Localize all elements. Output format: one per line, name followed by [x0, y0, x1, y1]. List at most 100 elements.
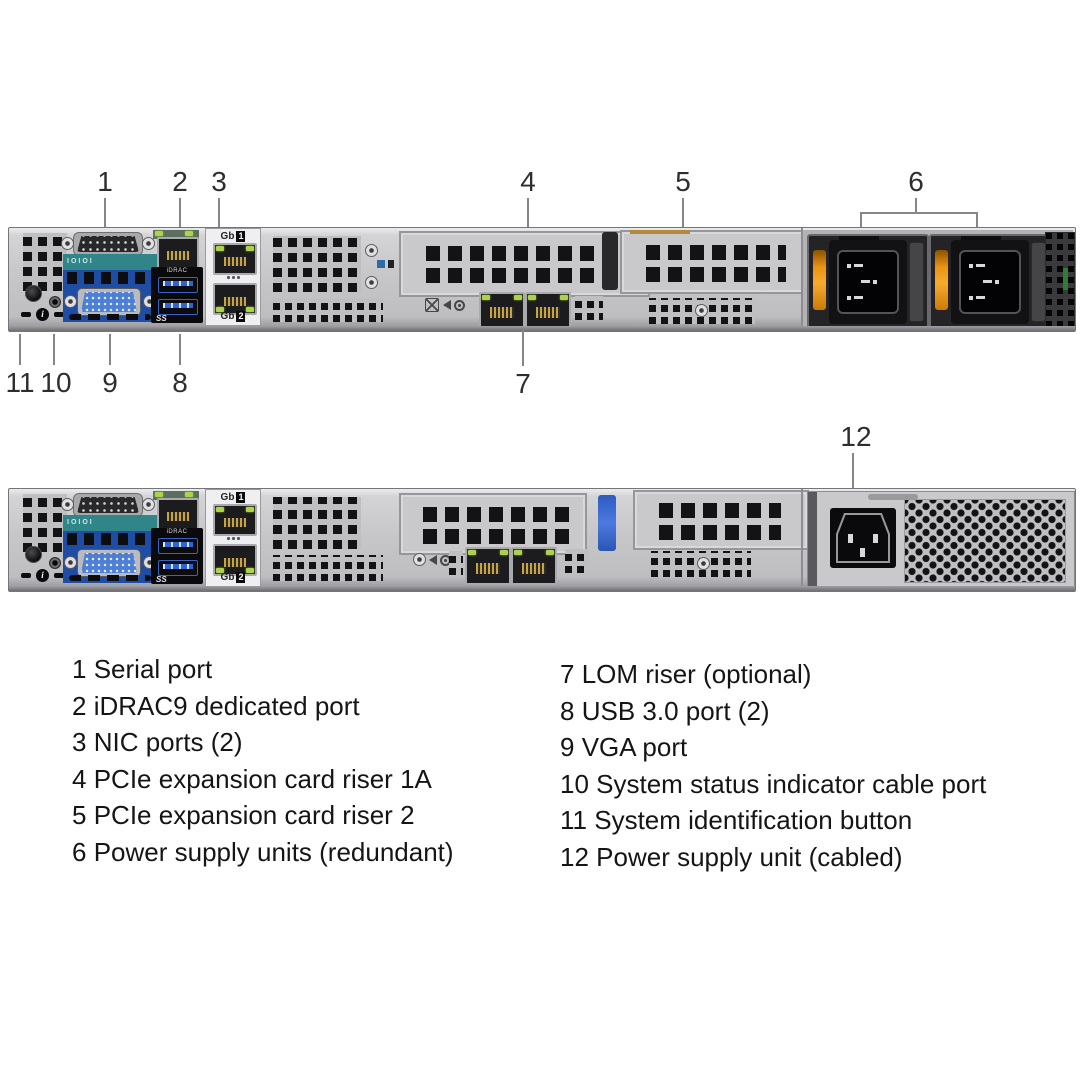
- psu-cabled: [807, 491, 1075, 588]
- chassis-base: [9, 326, 1075, 331]
- gb-text: Gb: [220, 311, 235, 322]
- screw: [413, 553, 426, 566]
- nic1-led: [246, 246, 254, 251]
- idrac-led-strip: [153, 491, 199, 500]
- psu-tab: [839, 236, 879, 241]
- bottom-rear-view: i IOIOI iDRAC SS: [8, 488, 1076, 592]
- callout-11-line: [19, 334, 21, 365]
- serial-port: [73, 493, 143, 517]
- network-icon: [226, 535, 240, 542]
- nic1-led: [246, 507, 254, 512]
- panel-slot: [54, 312, 64, 317]
- legend-right: 7 LOM riser (optional) 8 USB 3.0 port (2…: [560, 656, 986, 875]
- callout-5-label: 5: [675, 166, 691, 197]
- inlet-pin: [861, 280, 870, 283]
- lom-port-2: [511, 547, 557, 585]
- vent-grid: [273, 555, 383, 581]
- legend-item: 7 LOM riser (optional): [560, 656, 986, 693]
- idrac-led-left: [155, 492, 163, 497]
- riser-latch: [602, 232, 618, 290]
- callout-6-drop-left: [860, 212, 862, 238]
- lom-led: [514, 550, 522, 555]
- serial-port: [73, 232, 143, 256]
- vent-grid: [565, 549, 589, 573]
- screw: [142, 498, 155, 511]
- screw: [142, 237, 155, 250]
- idrac-led-left: [155, 231, 163, 236]
- vga-port-pins: [81, 292, 137, 312]
- legend-num: 12: [560, 841, 589, 872]
- usb-port-1: [158, 277, 198, 293]
- psu-2: [929, 234, 1051, 330]
- lom-port-2: [525, 292, 571, 328]
- inlet-pin: [854, 296, 863, 299]
- pcie-riser-1-slot: [399, 493, 587, 555]
- serial-port-pins: [77, 497, 139, 513]
- vga-port: [77, 288, 141, 316]
- gb2-badge: 2: [236, 572, 246, 583]
- callout-6-stem: [915, 198, 917, 214]
- vga-panel: [63, 531, 157, 583]
- panel-slot: [21, 573, 31, 578]
- serial-panel-label: IOIOI: [67, 258, 94, 265]
- lom-led: [482, 295, 490, 300]
- legend-num: 9: [560, 732, 575, 762]
- slot-vents: [646, 267, 786, 282]
- vent-grid: [23, 494, 67, 552]
- legend-label: System identification button: [594, 805, 913, 835]
- rj45-pins: [223, 557, 247, 567]
- legend-item: 6 Power supply units (redundant): [72, 834, 454, 871]
- legend-num: 8: [560, 695, 575, 726]
- psu-handle: [1031, 242, 1046, 322]
- callout-10-line: [53, 334, 55, 365]
- pcie-riser-2-slot: [620, 230, 806, 294]
- inlet-pin: [969, 296, 973, 300]
- inlet-pin: [976, 264, 985, 267]
- airflow-icon: [454, 300, 465, 311]
- vga-port-pins: [81, 553, 137, 573]
- riser-thumbscrew: [695, 304, 708, 317]
- legend-label: VGA port: [581, 732, 688, 762]
- status-indicator-port: [49, 557, 61, 569]
- psu-1: [807, 234, 929, 330]
- lom-led: [528, 295, 536, 300]
- nic2-led: [246, 307, 254, 312]
- c14-inlet-plate: [830, 508, 896, 568]
- nic-port-gb1: [213, 243, 257, 275]
- lom-led: [500, 550, 508, 555]
- nic-port-gb2: [213, 544, 257, 576]
- lom-led: [468, 550, 476, 555]
- callout-7-line: [522, 328, 524, 366]
- io-panel: i IOIOI iDRAC SS: [9, 489, 269, 591]
- component-chip: [388, 260, 394, 268]
- vent-grid: [649, 298, 755, 324]
- nic-port-gb1: [213, 504, 257, 536]
- legend-label: USB 3.0 port (2): [581, 695, 770, 726]
- legend-label: NIC ports (2): [93, 727, 243, 757]
- legend-label: LOM riser (optional): [581, 659, 812, 689]
- idrac-led-strip: [153, 230, 199, 239]
- slot-vents: [423, 507, 569, 522]
- nic-port-gb2: [213, 283, 257, 315]
- legend-label: Serial port: [93, 654, 213, 684]
- panel-slot: [54, 573, 64, 578]
- airflow-warning-icon: [425, 298, 439, 312]
- screw: [64, 295, 77, 308]
- legend-label: PCIe expansion card riser 2: [93, 800, 415, 830]
- psu-release-latch: [813, 250, 826, 310]
- legend-label: PCIe expansion card riser 1A: [93, 763, 432, 794]
- inlet-pin: [976, 296, 985, 299]
- system-id-button: [25, 546, 42, 563]
- legend-item: 8 USB 3.0 port (2): [560, 693, 986, 730]
- riser-thumbscrew: [697, 557, 710, 570]
- rj45-pins: [167, 250, 189, 260]
- legend-label: Power supply unit (cabled): [596, 841, 903, 872]
- callout-8-line: [179, 334, 181, 365]
- callout-6-drop-right: [976, 212, 978, 238]
- psu-bay-vent: [1045, 232, 1075, 328]
- callout-5-line: [682, 198, 684, 234]
- callout-1-label: 1: [97, 166, 113, 197]
